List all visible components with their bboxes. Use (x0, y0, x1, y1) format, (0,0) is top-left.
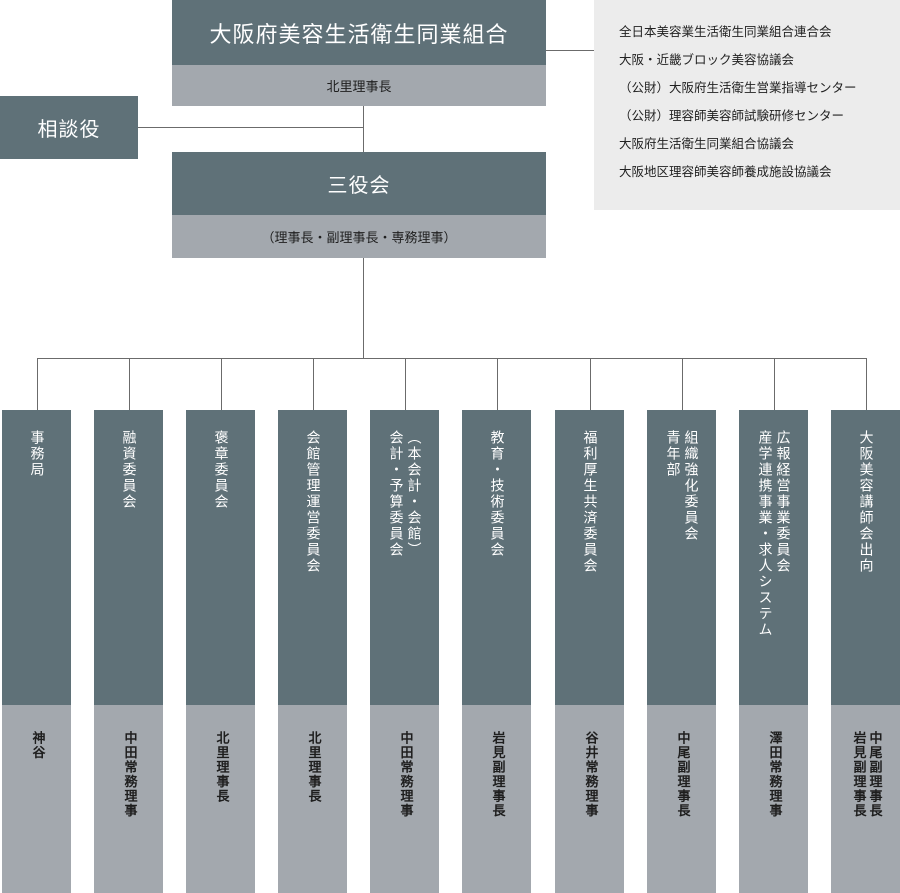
connector-drop (37, 358, 38, 410)
department-head: 中尾副理事長 (647, 705, 716, 893)
connector-drop (497, 358, 498, 410)
connector-drop (405, 358, 406, 410)
department-head: 中田常務理事 (370, 705, 439, 893)
connector-drop (313, 358, 314, 410)
department-head: 北里理事長 (186, 705, 255, 893)
connector-drop (590, 358, 591, 410)
department-name: 大阪美容講師会出向 (831, 410, 900, 705)
chair-label: 北里理事長 (326, 80, 392, 95)
department-name: 組織強化委員会 青年部 (647, 410, 716, 705)
affiliation-item: 大阪府生活衛生同業組合協議会 (619, 136, 795, 151)
advisor-box: 相談役 (0, 96, 138, 159)
affiliation-item: （公財）大阪府生活衛生営業指導センター (619, 80, 857, 95)
connector-drop (129, 358, 130, 410)
org-title: 大阪府美容生活衛生同業組合 (209, 22, 509, 48)
department-head: 神谷 (2, 705, 71, 893)
connector-affiliations (545, 50, 594, 51)
department-head: 中田常務理事 (94, 705, 163, 893)
connector-top-to-board (363, 106, 364, 152)
department-head: 中尾副理事長 岩見副理事長 (831, 705, 900, 893)
affiliation-item: （公財）理容師美容師試験研修センター (619, 108, 845, 123)
department-head: 岩見副理事長 (462, 705, 531, 893)
department-name: 事務局 (2, 410, 71, 705)
department-name: 広報経営事業委員会 産学連携事業・求人システム (739, 410, 808, 705)
advisor-label: 相談役 (37, 117, 101, 141)
chair-box: 北里理事長 (172, 65, 546, 106)
affiliation-item: 大阪・近畿ブロック美容協議会 (619, 52, 795, 67)
connector-drop (866, 358, 867, 410)
department-head: 澤田常務理事 (739, 705, 808, 893)
department-name: 会館管理運営委員会 (278, 410, 347, 705)
affiliation-item: 全日本美容業生活衛生同業組合連合会 (619, 24, 832, 39)
board-members-box: （理事長・副理事長・専務理事） (172, 215, 546, 258)
affiliation-item: 大阪地区理容師美容師養成施設協議会 (619, 164, 832, 179)
department-head: 谷井常務理事 (555, 705, 624, 893)
connector-advisor (138, 127, 363, 128)
connector-drop (774, 358, 775, 410)
board-title: 三役会 (327, 173, 391, 197)
board-title-box: 三役会 (172, 152, 546, 215)
connector-drop (221, 358, 222, 410)
department-name: 福利厚生共済委員会 (555, 410, 624, 705)
connector-board-to-bus (363, 258, 364, 358)
department-name: 融資委員会 (94, 410, 163, 705)
department-name: 褒章委員会 (186, 410, 255, 705)
department-head: 北里理事長 (278, 705, 347, 893)
department-name: 教育・技術委員会 (462, 410, 531, 705)
affiliations-box: 全日本美容業生活衛生同業組合連合会 大阪・近畿ブロック美容協議会 （公財）大阪府… (594, 0, 900, 210)
connector-drop (682, 358, 683, 410)
org-title-box: 大阪府美容生活衛生同業組合 (172, 0, 546, 65)
department-name: （本会計・会館） 会計・予算委員会 (370, 410, 439, 705)
board-members: （理事長・副理事長・専務理事） (261, 231, 457, 246)
connector-bus (37, 358, 866, 359)
